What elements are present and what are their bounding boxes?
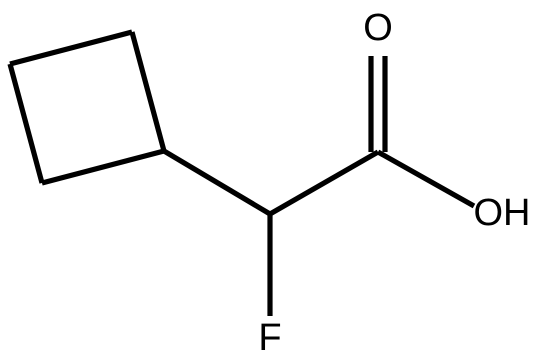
ring-bond-bottom	[41, 148, 165, 186]
ring-bond-left	[7, 63, 45, 184]
bond-alpha-carbon-to-carboxyl	[268, 149, 380, 217]
bond-carboxyl-to-hydroxyl	[376, 149, 476, 209]
carbonyl-oxygen-label: O	[363, 7, 393, 49]
cyclobutane-ring	[7, 29, 167, 186]
bond-ring-to-alpha-carbon	[162, 148, 272, 217]
ring-bond-top	[9, 29, 133, 67]
carbonyl-double-bond	[368, 56, 388, 152]
hydroxyl-label: OH	[474, 192, 531, 234]
fluorine-label: F	[258, 317, 281, 359]
ring-bond-right	[129, 31, 167, 152]
